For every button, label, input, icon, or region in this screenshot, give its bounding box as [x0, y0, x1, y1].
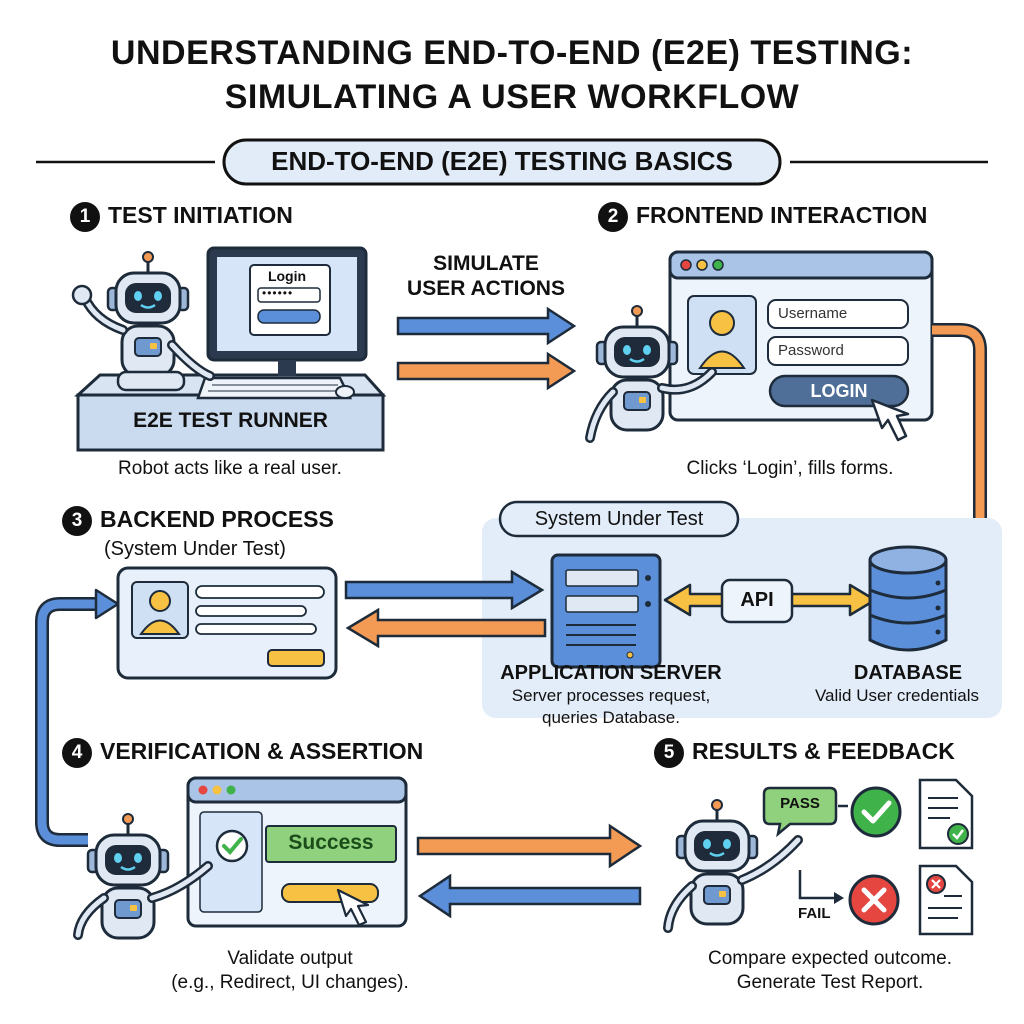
server-caption-line-2: queries Database. — [542, 708, 680, 727]
step-1-badge: 1 — [70, 202, 100, 232]
page-title-line-1: UNDERSTANDING END-TO-END (E2E) TESTING: — [110, 34, 914, 72]
step-5-caption-line-1: Compare expected outcome. — [708, 948, 952, 969]
step-3-badge: 3 — [62, 506, 92, 536]
step-4-badge: 4 — [62, 738, 92, 768]
login-button[interactable]: LOGIN — [810, 381, 868, 401]
simulate-label-line-1: SIMULATE — [433, 252, 539, 275]
step-4-caption-line-2: (e.g., Redirect, UI changes). — [171, 972, 409, 993]
step-1-caption: Robot acts like a real user. — [118, 458, 342, 479]
fail-label: FAIL — [798, 905, 831, 922]
step-4-caption-line-1: Validate output — [227, 948, 353, 969]
api-label: API — [740, 589, 774, 611]
database-caption: Valid User credentials — [814, 686, 980, 705]
success-message: Success — [288, 831, 374, 854]
database-label: DATABASE — [853, 662, 963, 684]
pass-label: PASS — [780, 795, 820, 812]
step-2-caption: Clicks ‘Login’, fills forms. — [686, 458, 894, 479]
step-5-caption-line-2: Generate Test Report. — [736, 972, 924, 993]
section-banner: END-TO-END (E2E) TESTING BASICS — [271, 146, 733, 176]
test-runner-label: E2E TEST RUNNER — [133, 409, 328, 432]
server-caption-line-1: Server processes request, — [511, 686, 711, 705]
system-under-test-label: System Under Test — [534, 508, 704, 530]
step-2-badge: 2 — [598, 202, 628, 232]
username-field[interactable]: Username — [778, 305, 848, 322]
password-field[interactable]: Password — [778, 342, 844, 359]
step-3-subheading: (System Under Test) — [104, 538, 286, 560]
simulate-label-line-2: USER ACTIONS — [407, 277, 565, 300]
monitor-password-mask: •••••• — [262, 286, 294, 300]
step-5-badge: 5 — [654, 738, 684, 768]
monitor-login-label: Login — [267, 268, 307, 284]
page-title-line-2: SIMULATING A USER WORKFLOW — [224, 78, 800, 116]
application-server-label: APPLICATION SERVER — [500, 662, 722, 684]
